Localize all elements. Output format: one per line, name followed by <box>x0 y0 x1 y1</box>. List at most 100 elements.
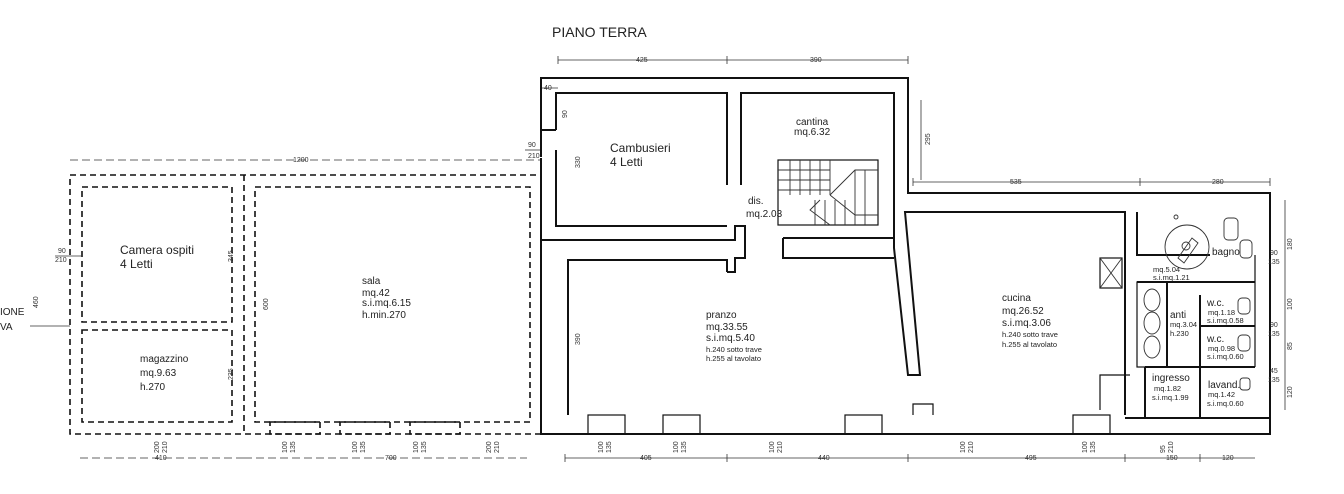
dim-410: 410 <box>155 455 167 462</box>
dim-390-pranzo: 390 <box>575 333 582 345</box>
dim-100-a: 100 <box>282 441 289 453</box>
dim-405: 405 <box>640 455 652 462</box>
room-area: mq.0.98 <box>1208 344 1235 353</box>
bottom-window-dimensions: 200 210 100 135 100 135 100 135 200 210 … <box>154 441 1175 453</box>
dim-100-c: 100 <box>413 441 420 453</box>
room-name: cucina <box>1002 293 1031 304</box>
room-name: Cambusieri <box>610 141 671 155</box>
room-cantina: cantina mq.6.32 <box>794 117 831 138</box>
cut-label-2: VA <box>0 322 13 333</box>
room-name: bagno <box>1212 247 1240 258</box>
room-si: s.i.mq.1.21 <box>1153 273 1190 282</box>
room-si: s.i.mq.1.99 <box>1152 393 1189 402</box>
dim-390: 390 <box>810 57 822 64</box>
room-area: mq.6.32 <box>794 127 831 138</box>
room-beds: 4 Letti <box>120 257 153 271</box>
room-name: ingresso <box>1152 373 1190 384</box>
dim-210-b: 210 <box>494 441 501 453</box>
dim-425: 425 <box>636 57 648 64</box>
dim-180: 180 <box>1287 238 1294 250</box>
room-area: mq.3.04 <box>1170 320 1197 329</box>
room-wc-2: w.c. mq.0.98 s.i.mq.0.60 <box>1206 334 1244 361</box>
room-area: mq.1.18 <box>1208 308 1235 317</box>
room-magazzino: magazzino mq.9.63 h.270 <box>140 354 189 393</box>
room-cambusieri: Cambusieri 4 Letti <box>610 141 671 169</box>
room-height: h.230 <box>1170 329 1189 338</box>
room-area: mq.1.82 <box>1154 384 1181 393</box>
dim-235: 235 <box>228 368 235 380</box>
room-area: mq.26.52 <box>1002 306 1044 317</box>
door-dim-90: 90 <box>528 142 536 149</box>
right-dimensions: 180 90 135 100 90 135 85 45 135 120 <box>1268 200 1294 410</box>
room-name: cantina <box>796 117 829 128</box>
room-camera-ospiti: Camera ospiti 4 Letti <box>120 243 194 271</box>
room-name: anti <box>1170 310 1186 321</box>
dim-345: 345 <box>228 250 235 262</box>
dim-295: 295 <box>925 133 932 145</box>
dim-100: 100 <box>1287 298 1294 310</box>
bathroom-fixtures <box>1143 214 1253 391</box>
dim-135-d: 135 <box>606 441 613 453</box>
plan-title: PIANO TERRA <box>552 24 647 40</box>
dim-90-vertical: 90 <box>562 110 569 118</box>
dim-90-a: 90 <box>1270 250 1278 257</box>
room-area: mq.33.55 <box>706 322 748 333</box>
dim-280: 280 <box>1212 179 1224 186</box>
dim-120: 120 <box>1222 455 1234 462</box>
dim-200-a: 200 <box>154 441 161 453</box>
room-height-1: h.240 sotto trave <box>706 345 762 354</box>
room-si: s.i.mq.5.40 <box>706 333 755 344</box>
dim-210-c: 210 <box>777 441 784 453</box>
room-anti: anti mq.3.04 h.230 <box>1170 310 1197 338</box>
room-si: s.i.mq.0.60 <box>1207 352 1244 361</box>
room-name: w.c. <box>1206 334 1224 345</box>
dim-100-d: 100 <box>598 441 605 453</box>
room-cucina: cucina mq.26.52 s.i.mq.3.06 h.240 sotto … <box>1002 293 1058 349</box>
dim-120-vertical: 120 <box>1287 386 1294 398</box>
dashed-annex <box>30 174 542 435</box>
room-height-2: h.255 al tavolato <box>706 354 761 363</box>
staircase <box>777 159 879 226</box>
dim-co-90: 90 <box>58 248 66 255</box>
dim-100-h: 100 <box>1082 441 1089 453</box>
room-si: s.i.mq.6.15 <box>362 298 411 309</box>
dim-40: 40 <box>544 85 552 92</box>
dim-100-e: 100 <box>673 441 680 453</box>
room-pranzo: pranzo mq.33.55 s.i.mq.5.40 h.240 sotto … <box>706 310 762 363</box>
room-sala: sala mq.42 s.i.mq.6.15 h.min.270 <box>362 276 411 321</box>
dim-45: 45 <box>1270 368 1278 375</box>
dim-210-a: 210 <box>162 441 169 453</box>
room-name: Camera ospiti <box>120 243 194 257</box>
dim-150: 150 <box>1166 455 1178 462</box>
dim-90-b: 90 <box>1270 322 1278 329</box>
bottom-dimensions: 410 700 405 440 495 150 120 <box>80 454 1255 462</box>
dim-600: 600 <box>263 298 270 310</box>
room-name: sala <box>362 276 381 287</box>
dim-210-e: 210 <box>1168 441 1175 453</box>
room-si: s.i.mq.0.60 <box>1207 399 1244 408</box>
dim-85: 85 <box>1287 342 1294 350</box>
dim-135-a: 135 <box>290 441 297 453</box>
dim-330: 330 <box>575 156 582 168</box>
room-area: mq.2.03 <box>746 209 783 220</box>
dim-135-h: 135 <box>1090 441 1097 453</box>
room-bagno: bagno mq.5.04 s.i.mq.1.21 <box>1153 247 1240 282</box>
building-walls <box>540 77 1271 435</box>
room-name: pranzo <box>706 310 737 321</box>
dim-1200: 1200 <box>293 157 309 164</box>
dim-95: 95 <box>1160 445 1167 453</box>
room-wc-1: w.c. mq.1.18 s.i.mq.0.58 <box>1206 298 1244 325</box>
dim-135-b: 135 <box>360 441 367 453</box>
room-name: w.c. <box>1206 298 1224 309</box>
dim-495: 495 <box>1025 455 1037 462</box>
room-name: magazzino <box>140 354 189 365</box>
room-area: mq.9.63 <box>140 368 177 379</box>
dim-135-c: 135 <box>1268 377 1280 384</box>
top-dimensions: 425 390 40 90 1200 90 210 330 295 535 28… <box>70 56 1271 186</box>
room-area: mq.1.42 <box>1208 390 1235 399</box>
room-ingresso: ingresso mq.1.82 s.i.mq.1.99 <box>1152 373 1190 402</box>
room-area: mq.5.04 <box>1153 265 1180 274</box>
dim-135-c: 135 <box>421 441 428 453</box>
dim-135-e: 135 <box>681 441 688 453</box>
